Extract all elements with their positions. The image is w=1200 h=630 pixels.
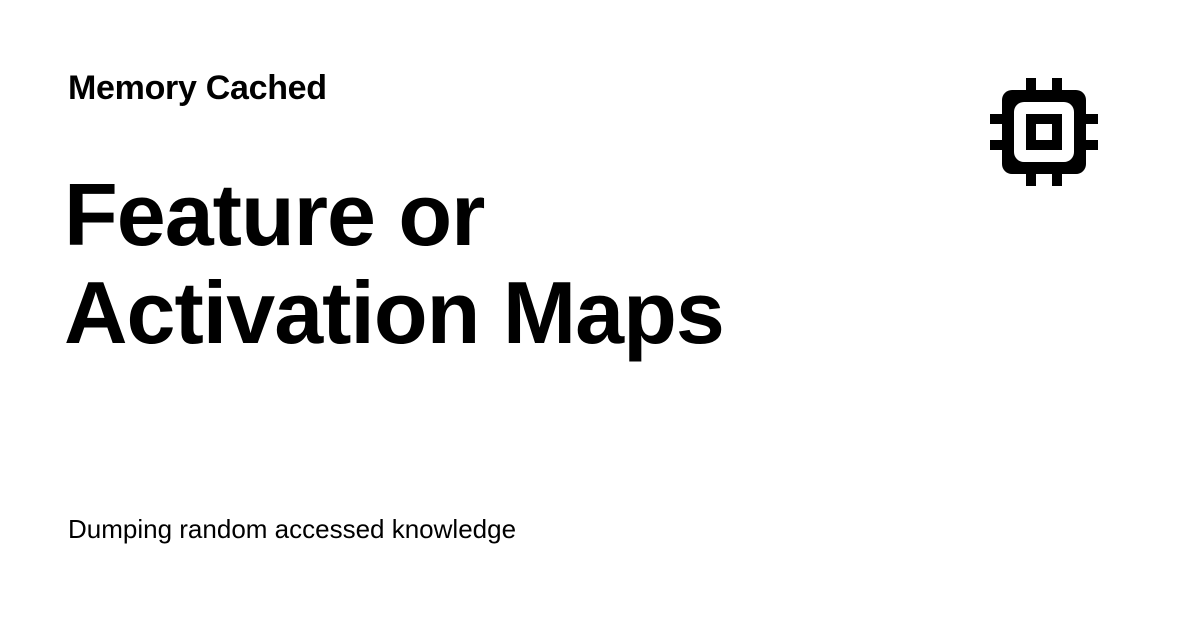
site-name: Memory Cached — [68, 69, 327, 107]
page-title: Feature or Activation Maps — [64, 166, 924, 362]
chip-icon — [990, 78, 1098, 186]
site-tagline: Dumping random accessed knowledge — [68, 514, 517, 544]
page-title-line-1: Feature or — [64, 165, 485, 264]
page-title-line-2: Activation Maps — [64, 263, 725, 362]
